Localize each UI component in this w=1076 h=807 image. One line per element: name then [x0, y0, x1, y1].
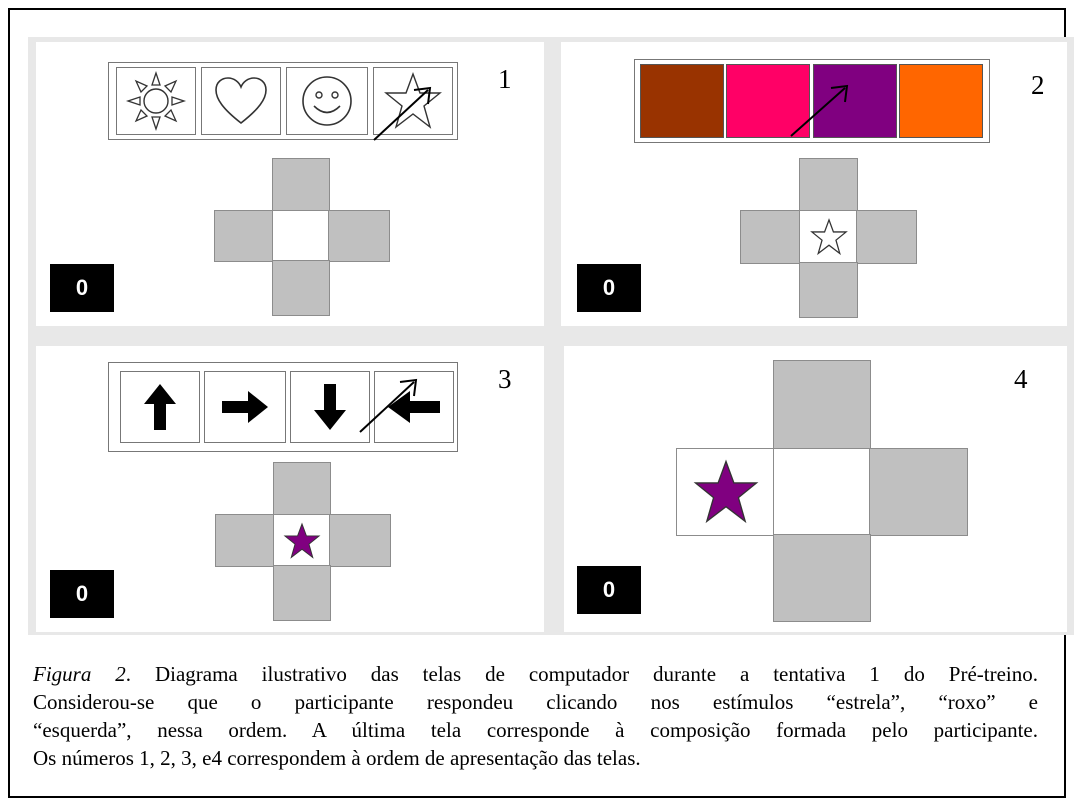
- caption-line-3: “esquerda”, nessa ordem. A última tela c…: [33, 718, 1038, 742]
- sun-icon: [125, 70, 187, 132]
- smiley-icon: [302, 76, 352, 126]
- panel-number: 1: [498, 64, 512, 94]
- panel-number: 3: [498, 364, 512, 394]
- color-swatch[interactable]: [726, 64, 810, 138]
- slot-top: [272, 158, 330, 212]
- caption-line-4: Os números 1, 2, 3, e4 correspondem à or…: [33, 746, 641, 770]
- star-icon: [384, 71, 442, 129]
- slot-bottom: [273, 565, 331, 621]
- slot-right: [869, 448, 968, 536]
- slot-left: [214, 210, 274, 262]
- click-arrow: [373, 86, 432, 141]
- color-swatch[interactable]: [899, 64, 983, 138]
- stimulus-arrow-right[interactable]: [204, 371, 286, 443]
- color-swatch[interactable]: [640, 64, 724, 138]
- arrow-right-icon: [222, 391, 268, 423]
- stimulus-smiley[interactable]: [286, 67, 368, 135]
- slot-bottom: [799, 262, 858, 318]
- panel-number: 2: [1031, 70, 1045, 100]
- slot-right: [328, 210, 390, 262]
- caption-line-1: Figura 2. Diagrama ilustrativo das telas…: [33, 662, 1038, 686]
- stimulus-star[interactable]: [373, 67, 453, 135]
- slot-center: [273, 514, 331, 567]
- star-icon: [809, 218, 848, 256]
- slot-center: [272, 210, 330, 262]
- slot-bottom: [773, 534, 871, 622]
- arrow-left-icon: [388, 391, 440, 423]
- figure-label: Figura 2: [33, 662, 126, 686]
- slot-center: [773, 448, 871, 536]
- slot-top: [799, 158, 858, 212]
- click-arrow: [359, 378, 418, 433]
- panel-number: 4: [1014, 364, 1028, 394]
- slot-bottom: [272, 260, 330, 316]
- arrow-up-icon: [144, 384, 176, 430]
- figure-caption: Figura 2. Diagrama ilustrativo das telas…: [33, 660, 1038, 772]
- slot-center: [799, 210, 858, 264]
- panel-2: 2 0: [561, 42, 1067, 326]
- slot-top: [273, 462, 331, 516]
- stimulus-sun[interactable]: [116, 67, 196, 135]
- star-purple-icon: [283, 522, 321, 559]
- slot-top: [773, 360, 871, 450]
- click-arrow: [790, 84, 849, 137]
- caption-line-2: Considerou-se que o participante respond…: [33, 690, 1038, 714]
- score-box: 0: [577, 264, 641, 312]
- slot-left: [676, 448, 775, 536]
- panel-3: 3 0: [36, 346, 544, 632]
- score-box: 0: [577, 566, 641, 614]
- arrow-down-icon: [314, 384, 346, 430]
- slot-left: [215, 514, 275, 567]
- star-purple-icon: [693, 459, 758, 524]
- stimulus-arrow-down[interactable]: [290, 371, 370, 443]
- heart-icon: [215, 77, 267, 125]
- stimulus-heart[interactable]: [201, 67, 281, 135]
- score-box: 0: [50, 570, 114, 618]
- slot-right: [329, 514, 391, 567]
- color-swatch[interactable]: [813, 64, 897, 138]
- slot-right: [856, 210, 917, 264]
- panel-4: 4 0: [564, 346, 1067, 632]
- panel-1: 1 0: [36, 42, 544, 326]
- slot-left: [740, 210, 801, 264]
- stimulus-arrow-up[interactable]: [120, 371, 200, 443]
- score-box: 0: [50, 264, 114, 312]
